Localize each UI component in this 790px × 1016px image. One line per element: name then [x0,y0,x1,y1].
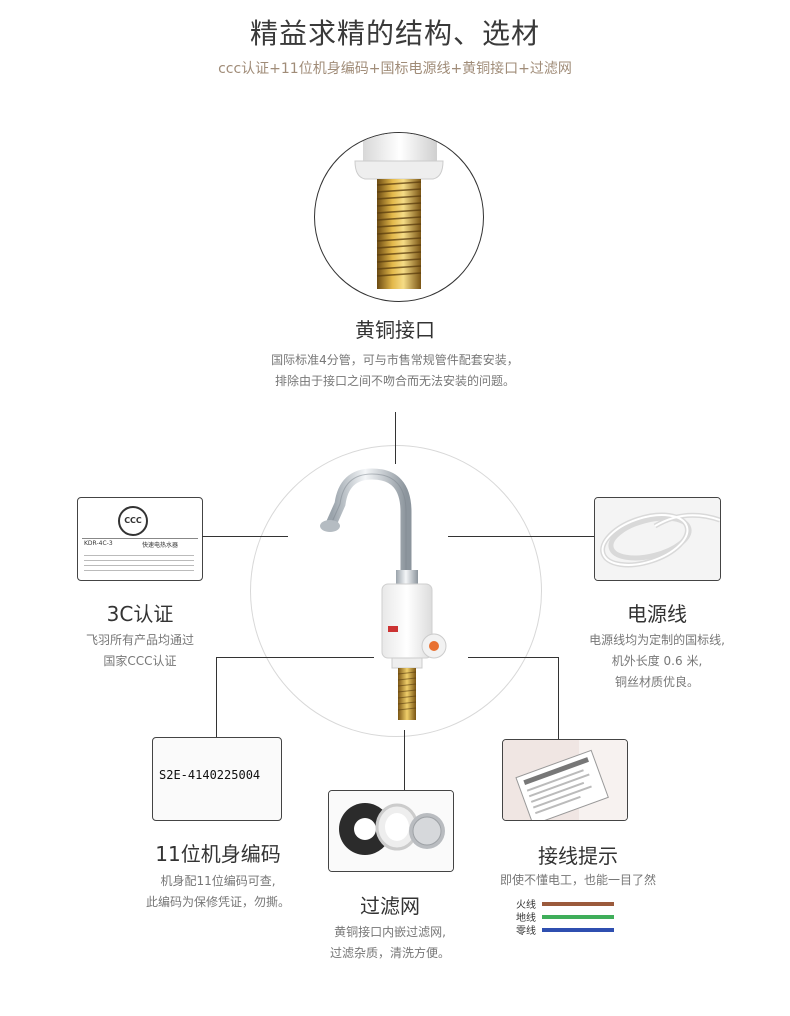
serial-title: 11位机身编码 [155,842,281,866]
wire-live-bar [542,901,614,906]
filter-desc-line2: 过滤杂质，清洗方便。 [329,946,450,960]
faucet-image [320,468,447,720]
connector-line-wiring-v [558,657,559,739]
connector-line-ccc [202,536,288,537]
wire-neutral-bar [542,927,614,932]
filter-desc-line1: 黄铜接口内嵌过滤网, [334,925,446,939]
ccc-desc-line1: 飞羽所有产品均通过 [85,633,194,647]
connector-line-power [448,536,594,537]
ccc-label-specs [84,551,194,575]
wire-neutral: 零线 [508,923,614,937]
filter-desc: 黄铜接口内嵌过滤网, 过滤杂质，清洗方便。 [305,922,475,964]
serial-code-image: S2E-4140225004 [152,737,282,821]
wiring-legend: 火线 地线 零线 [508,897,614,937]
power-desc-line1: 电源线均为定制的国标线, [589,633,725,647]
connector-line-serial-h [216,657,374,658]
power-cord-image [594,497,721,581]
brass-connector-image [314,132,484,302]
wiring-title: 接线提示 [538,844,618,868]
wire-live: 火线 [508,897,614,911]
power-desc: 电源线均为定制的国标线, 机外长度 0.6 米, 铜丝材质优良。 [557,630,757,693]
wire-live-label: 火线 [516,900,536,911]
wire-ground: 地线 [508,910,614,924]
ccc-logo: CCC [118,506,148,536]
brass-desc-line2: 排除由于接口之间不吻合而无法安装的问题。 [274,374,515,388]
product-circle [250,445,542,737]
wire-neutral-label: 零线 [516,926,536,937]
brass-desc-line1: 国际标准4分管，可与市售常规管件配套安装， [271,353,519,367]
serial-desc-line2: 此编码为保修凭证，勿撕。 [145,895,290,909]
power-desc-line3: 铜丝材质优良。 [614,675,699,689]
ccc-label-name: 快速电热水器 [142,542,179,549]
ccc-desc-line2: 国家CCC认证 [103,654,177,668]
connector-line-wiring-h [468,657,558,658]
brass-title: 黄铜接口 [355,318,435,342]
serial-desc: 机身配11位编码可查, 此编码为保修凭证，勿撕。 [118,871,318,913]
ccc-label-divider [82,538,198,539]
ccc-desc: 飞羽所有产品均通过 国家CCC认证 [40,630,240,672]
power-title: 电源线 [627,602,687,626]
wiring-label-image [502,739,628,821]
filter-image [328,790,454,872]
wire-ground-bar [542,914,614,919]
page-title: 精益求精的结构、选材 [249,17,540,50]
serial-desc-line1: 机身配11位编码可查, [160,874,276,888]
ccc-label-image: CCC KDR-4C-3 快速电热水器 [77,497,203,581]
serial-code-text: S2E-4140225004 [159,768,261,782]
filter-title: 过滤网 [360,894,420,918]
page-subtitle: ccc认证+11位机身编码+国标电源线+黄铜接口+过滤网 [218,61,572,77]
connector-line-filter [404,730,405,790]
ccc-title: 3C认证 [106,602,174,626]
power-desc-line2: 机外长度 0.6 米, [611,654,703,668]
connector-line-top [395,412,396,464]
wire-ground-label: 地线 [516,913,536,924]
wiring-desc: 即使不懂电工，也能一目了然 [499,873,656,887]
brass-desc: 国际标准4分管，可与市售常规管件配套安装， 排除由于接口之间不吻合而无法安装的问… [195,350,595,392]
connector-line-serial-v [216,657,217,737]
ccc-label-model: KDR-4C-3 [84,540,113,547]
